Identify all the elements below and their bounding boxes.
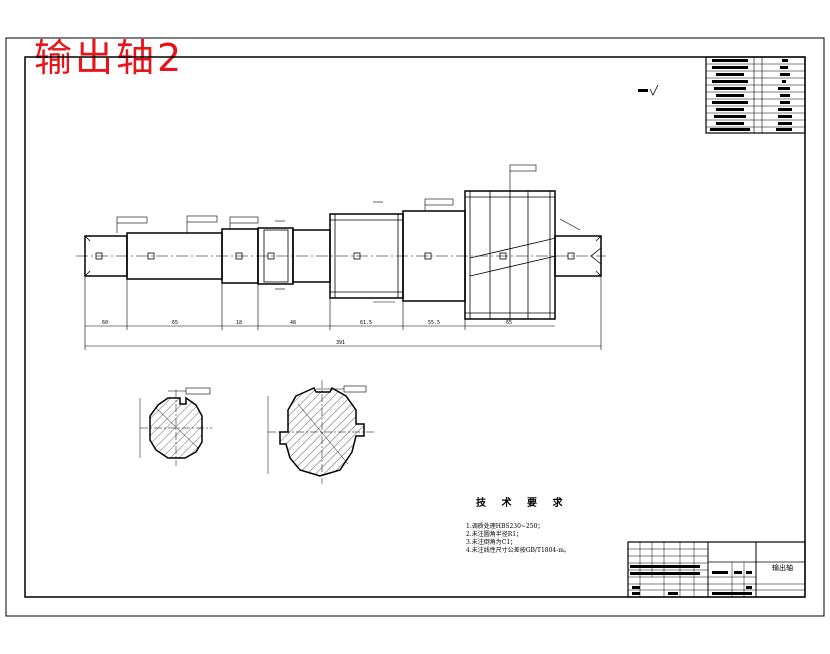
- tech-requirement-item: 3.未注倒角为C1；: [466, 539, 517, 546]
- tech-requirements-heading: 技 术 要 求: [476, 498, 569, 509]
- dim-segment-5: 61.5: [360, 320, 372, 326]
- sheet-outer-border: [5, 37, 825, 617]
- title-block: [627, 541, 806, 598]
- shaft-main-view: [76, 190, 606, 320]
- tech-requirement-item: 2.未注圆角半径R1；: [466, 531, 523, 538]
- dim-segment-2: 65: [172, 320, 178, 326]
- dim-segment-4: 48: [290, 320, 296, 326]
- length-dimension-chain: [84, 276, 602, 350]
- roughness-symbol-general: [638, 84, 659, 96]
- dim-segment-3: 18: [236, 320, 242, 326]
- drawing-title: 输出轴2: [34, 36, 185, 80]
- tech-requirement-item: 4.未注线性尺寸公差按GB/T1804-m。: [466, 547, 570, 554]
- gear-parameter-table: [705, 56, 806, 134]
- tech-requirement-item: 1.调质处理HBS230~250；: [466, 523, 544, 530]
- dimension-values: 60 65 18 48 61.5 55.5 65 391: [102, 320, 512, 346]
- dim-segment-1: 60: [102, 320, 108, 326]
- section-view-b: [267, 380, 376, 484]
- dim-total-length: 391: [336, 340, 345, 346]
- dim-segment-6: 55.5: [428, 320, 440, 326]
- shaft-tolerance-callouts: [116, 164, 581, 303]
- sheet-inner-border: [24, 56, 806, 598]
- section-view-a: [139, 387, 212, 466]
- title-block-part-name: 输出轴: [772, 563, 793, 572]
- technical-requirements: 技 术 要 求 1.调质处理HBS230~250； 2.未注圆角半径R1； 3.…: [466, 494, 570, 555]
- dim-segment-7: 65: [506, 320, 512, 326]
